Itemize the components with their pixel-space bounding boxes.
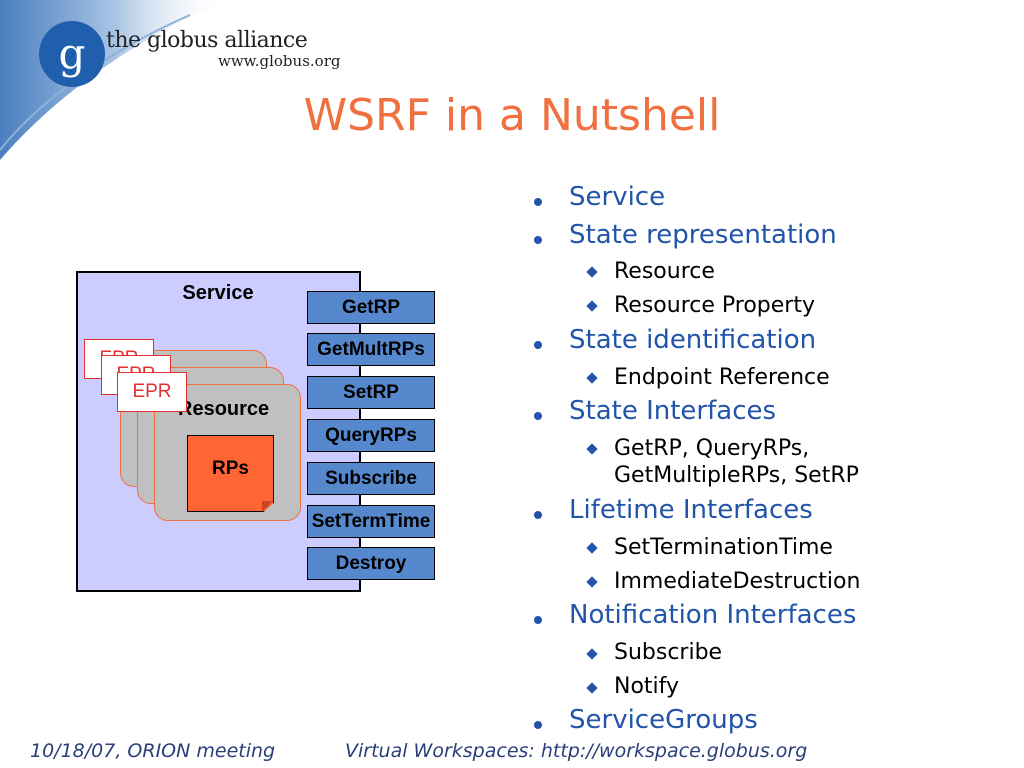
sub-bullet-diamond-icon: [586, 266, 598, 278]
op-getmultrps: GetMultRPs: [307, 333, 435, 366]
bullet-dot-icon: [534, 616, 542, 624]
sub-bullet-diamond-icon: [586, 682, 598, 694]
sub-bullet-diamond-icon: [586, 443, 598, 455]
footer-url[interactable]: Virtual Workspaces: http://workspace.glo…: [345, 740, 808, 762]
sub-bullet-diamond-icon: [586, 648, 598, 660]
op-getrp: GetRP: [307, 291, 435, 324]
rps-document: [187, 435, 274, 512]
bullet-lifetime-interfaces: Lifetime Interfaces: [569, 495, 813, 525]
sub-bullet-notify: Notify: [614, 674, 680, 699]
sub-bullet-state-interfaces: GetRP, QueryRPs, GetMultipleRPs, SetRP: [614, 436, 859, 488]
sub-bullet-diamond-icon: [586, 372, 598, 384]
bullet-dot-icon: [534, 236, 542, 244]
logo-title: the globus alliance: [106, 28, 308, 53]
globus-logo-icon[interactable]: g: [38, 20, 106, 88]
bullet-service: Service: [569, 182, 666, 212]
sub-bullet-immediatedestruction: ImmediateDestruction: [614, 569, 861, 594]
sub-bullet-diamond-icon: [586, 542, 598, 554]
sub-bullet-setterminationtime: SetTerminationTime: [614, 535, 833, 560]
sub-bullet-diamond-icon: [586, 300, 598, 312]
footer-date-meeting: 10/18/07, ORION meeting: [30, 740, 276, 762]
sub-bullet-diamond-icon: [586, 576, 598, 588]
rps-fold: [262, 501, 273, 512]
bullet-notification-interfaces: Notification Interfaces: [569, 600, 857, 630]
op-destroy: Destroy: [307, 547, 435, 580]
bullet-servicegroups: ServiceGroups: [569, 705, 758, 735]
sub-bullet-resource-property: Resource Property: [614, 293, 815, 318]
bullet-dot-icon: [534, 721, 542, 729]
epr-tag: EPR: [117, 372, 187, 412]
bullet-state-interfaces: State Interfaces: [569, 396, 777, 426]
bullet-dot-icon: [534, 341, 542, 349]
op-settermtime: SetTermTime: [307, 505, 435, 538]
bullet-state-identification: State identification: [569, 325, 817, 355]
rps-label: RPs: [212, 458, 249, 479]
bullet-dot-icon: [534, 412, 542, 420]
sub-bullet-endpoint-reference: Endpoint Reference: [614, 365, 830, 390]
sub-bullet-resource: Resource: [614, 259, 715, 284]
logo-url[interactable]: www.globus.org: [218, 52, 341, 70]
op-setrp: SetRP: [307, 376, 435, 409]
op-queryrps: QueryRPs: [307, 419, 435, 452]
slide-title: WSRF in a Nutshell: [303, 90, 721, 141]
logo-mark: g: [59, 29, 86, 78]
bullet-dot-icon: [534, 198, 542, 206]
bullet-dot-icon: [534, 511, 542, 519]
service-label: Service: [182, 282, 254, 304]
bullet-state-representation: State representation: [569, 220, 837, 250]
resource-label: Resource: [178, 398, 270, 420]
op-subscribe: Subscribe: [307, 462, 435, 495]
sub-bullet-subscribe: Subscribe: [614, 640, 723, 665]
